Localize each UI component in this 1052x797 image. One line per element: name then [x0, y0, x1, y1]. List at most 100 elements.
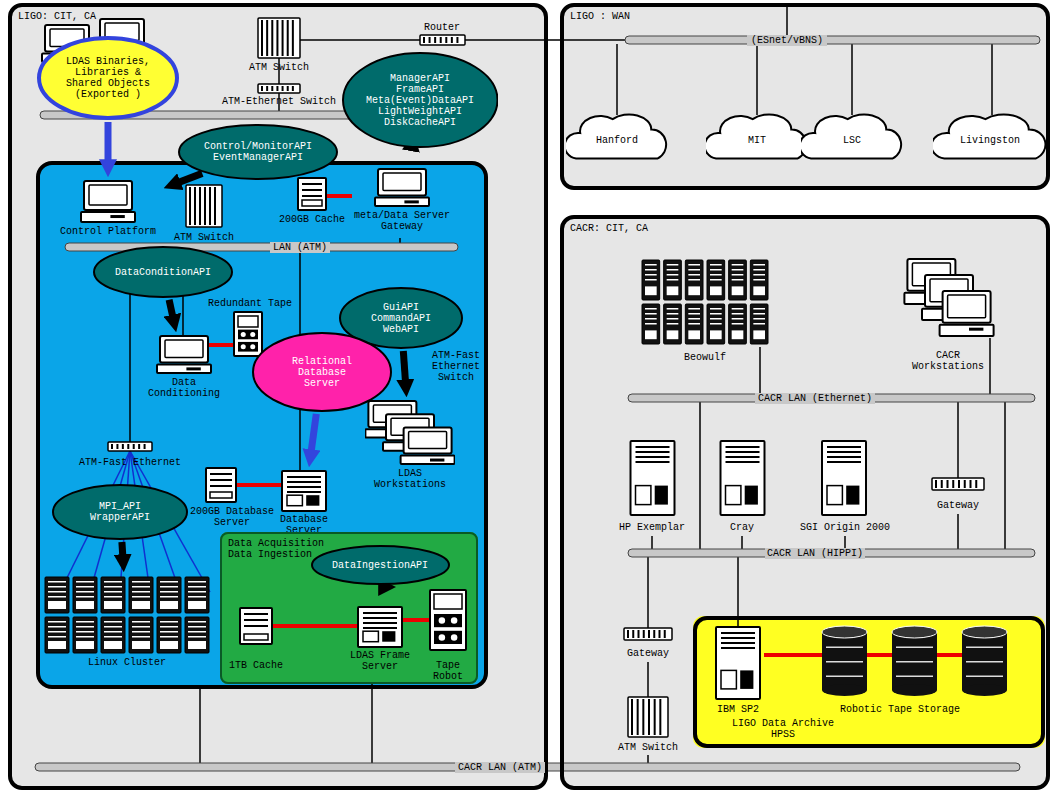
- shape: [76, 601, 94, 609]
- api-list: Control/MonitorAPI EventManagerAPI: [202, 141, 314, 163]
- shape: [664, 630, 666, 638]
- shape: [185, 617, 209, 653]
- shape: [822, 632, 867, 690]
- shape: [358, 607, 402, 647]
- shape: [73, 617, 97, 653]
- shape: [101, 577, 125, 613]
- shape: [266, 86, 268, 91]
- shape: [822, 441, 866, 515]
- shape: [101, 617, 125, 653]
- shape: [750, 304, 768, 344]
- shape: [732, 279, 744, 281]
- wire: [208, 343, 234, 347]
- api-ellipse: DataIngestionAPI: [311, 545, 450, 585]
- lan-label: CACR LAN (HIPPI): [765, 548, 865, 559]
- shape: [160, 626, 178, 628]
- shape: [637, 699, 639, 735]
- shape: [732, 264, 744, 266]
- shape: [685, 304, 703, 344]
- shape: [188, 621, 206, 623]
- shape: [732, 308, 744, 310]
- ws-icon: [375, 169, 429, 206]
- cluster-icon: [45, 577, 209, 653]
- shape: [827, 451, 861, 453]
- equipment-label: Beowulf: [681, 352, 729, 363]
- equipment-label: ATM Switch: [171, 232, 237, 243]
- shape: [188, 636, 206, 638]
- wire: [400, 618, 430, 622]
- shape: [48, 601, 66, 609]
- shape: [970, 480, 972, 488]
- cyl-icon: [962, 626, 1007, 696]
- shape: [636, 486, 651, 505]
- sw-icon: [186, 185, 222, 227]
- cyl-bottom: [962, 684, 1007, 696]
- panel-ground: [560, 3, 1050, 190]
- equipment-label: ATM-Fast Ethernet Switch: [427, 350, 485, 383]
- shape: [645, 274, 657, 276]
- shape: [271, 86, 273, 91]
- shape: [710, 279, 722, 281]
- api-arrow: [179, 173, 202, 182]
- wire: [199, 687, 201, 763]
- shape: [188, 591, 206, 593]
- machine-drawing: [335, 606, 425, 648]
- shape: [958, 480, 960, 488]
- shape: [710, 323, 722, 325]
- machine-caption: Control Platform: [55, 226, 161, 237]
- shape: [129, 617, 153, 653]
- ellipse-shape: [253, 333, 391, 411]
- machine-caption: meta/Data Server Gateway: [352, 210, 452, 232]
- shape: [238, 316, 258, 327]
- shape: [732, 286, 744, 295]
- cyl-top: [962, 626, 1007, 638]
- shape: [160, 601, 178, 609]
- wire: [399, 238, 401, 243]
- machine-caption: Linux Cluster: [42, 657, 212, 668]
- shape: [645, 269, 657, 271]
- cloud-shape: [933, 114, 1045, 158]
- shape: [287, 486, 321, 488]
- shape: [48, 641, 66, 649]
- reel: [451, 634, 457, 640]
- shape: [45, 617, 69, 653]
- shape: [188, 641, 206, 649]
- shape: [302, 189, 322, 191]
- shape: [132, 601, 150, 609]
- shape: [76, 586, 94, 588]
- shape: [710, 274, 722, 276]
- shape: [826, 647, 863, 649]
- shape: [302, 200, 322, 206]
- api-list: ManagerAPI FrameAPI Meta(Event)DataAPI L…: [363, 73, 477, 128]
- shape: [282, 471, 326, 511]
- shape: [276, 20, 278, 56]
- api-list: DataIngestionAPI: [330, 560, 430, 571]
- shape: [185, 577, 209, 613]
- shape: [636, 446, 670, 448]
- reel: [451, 617, 457, 623]
- machine: meta/Data Server Gateway: [352, 168, 452, 234]
- wire: [989, 338, 991, 394]
- shape: [133, 444, 135, 449]
- shape: [363, 622, 397, 624]
- machine: LDAS Workstations: [365, 400, 455, 492]
- ellipse-shape: [53, 485, 187, 539]
- shape: [122, 444, 124, 449]
- shape: [423, 37, 425, 43]
- shape: [76, 641, 94, 649]
- panel-heading: CACR: CIT, CA: [570, 223, 648, 234]
- shape: [753, 323, 765, 325]
- lan-region: [38, 163, 486, 687]
- shape: [721, 637, 755, 639]
- sw-icon: [932, 478, 984, 490]
- shape: [160, 636, 178, 638]
- shape: [271, 20, 273, 56]
- shape: [645, 279, 657, 281]
- sw-icon: [108, 442, 152, 451]
- api-ellipse: Control/MonitorAPI EventManagerAPI: [178, 124, 338, 180]
- machine-drawing: [55, 180, 161, 224]
- shape: [302, 195, 322, 197]
- shape: [302, 183, 322, 185]
- wire: [647, 755, 649, 763]
- equipment-label: 200GB Database Server: [188, 506, 276, 528]
